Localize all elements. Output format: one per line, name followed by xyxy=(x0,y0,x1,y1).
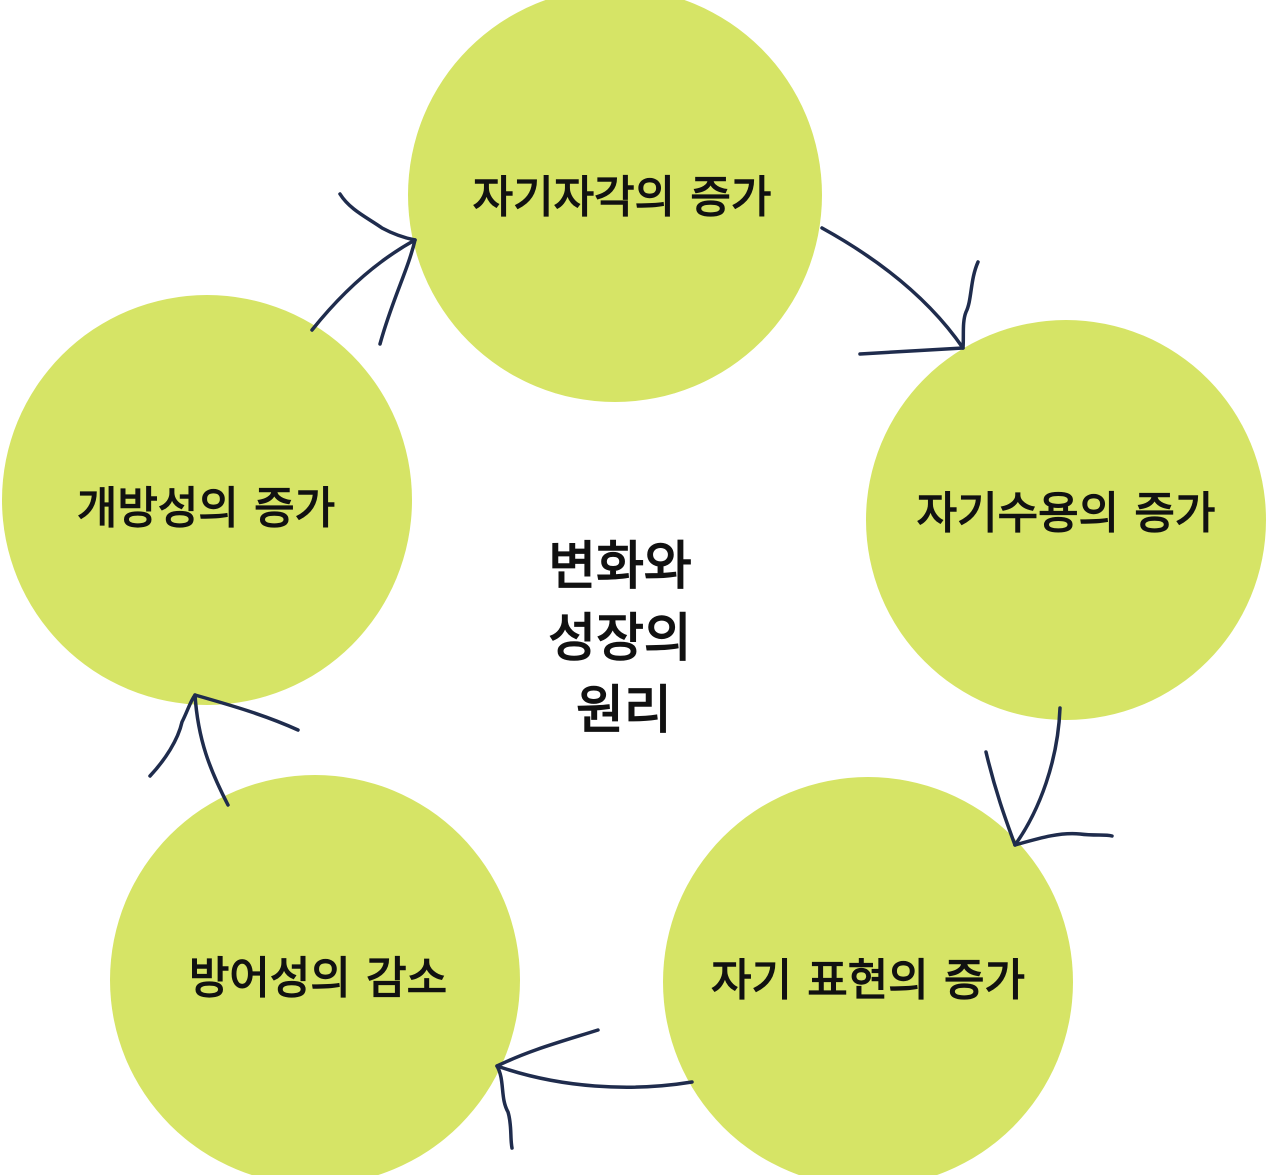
arrow-head xyxy=(338,192,417,346)
node-openness: 개방성의 증가 xyxy=(2,295,412,705)
node-circle xyxy=(866,320,1266,720)
arrow-head xyxy=(148,693,300,778)
arrow-head xyxy=(984,750,1114,847)
node-circle xyxy=(663,777,1073,1175)
node-circle xyxy=(2,295,412,705)
center-title: 변화와 성장의 원리 xyxy=(548,537,692,741)
arrow-line xyxy=(193,693,230,807)
arrow-line xyxy=(1013,706,1062,847)
arrow-line xyxy=(820,226,965,350)
arrow-expression-to-defensiveness xyxy=(495,1028,694,1150)
arrow-line xyxy=(495,1064,694,1089)
arrow-line xyxy=(310,238,417,332)
node-circle xyxy=(110,775,520,1175)
node-label: 자기 표현의 증가 xyxy=(711,955,1025,1006)
arrow-head xyxy=(495,1028,600,1150)
node-self-awareness: 자기자각의 증가 xyxy=(408,0,822,402)
node-label: 개방성의 증가 xyxy=(77,483,335,534)
node-label: 자기수용의 증가 xyxy=(917,488,1216,539)
node-self-expression: 자기 표현의 증가 xyxy=(663,777,1073,1175)
node-defensiveness: 방어성의 감소 xyxy=(110,775,520,1175)
arrow-acceptance-to-expression xyxy=(984,706,1114,847)
arrow-defensiveness-to-openness xyxy=(148,693,300,807)
center-title-line: 원리 xyxy=(576,681,672,741)
arrow-openness-to-awareness xyxy=(310,192,417,346)
node-circle xyxy=(408,0,822,402)
node-self-acceptance: 자기수용의 증가 xyxy=(866,320,1266,720)
center-title-line: 성장의 xyxy=(548,609,692,669)
arrow-head xyxy=(858,260,980,356)
node-label: 자기자각의 증가 xyxy=(473,172,772,223)
arrow-awareness-to-acceptance xyxy=(820,226,980,356)
node-label: 방어성의 감소 xyxy=(189,953,447,1004)
center-title-line: 변화와 xyxy=(548,537,692,597)
